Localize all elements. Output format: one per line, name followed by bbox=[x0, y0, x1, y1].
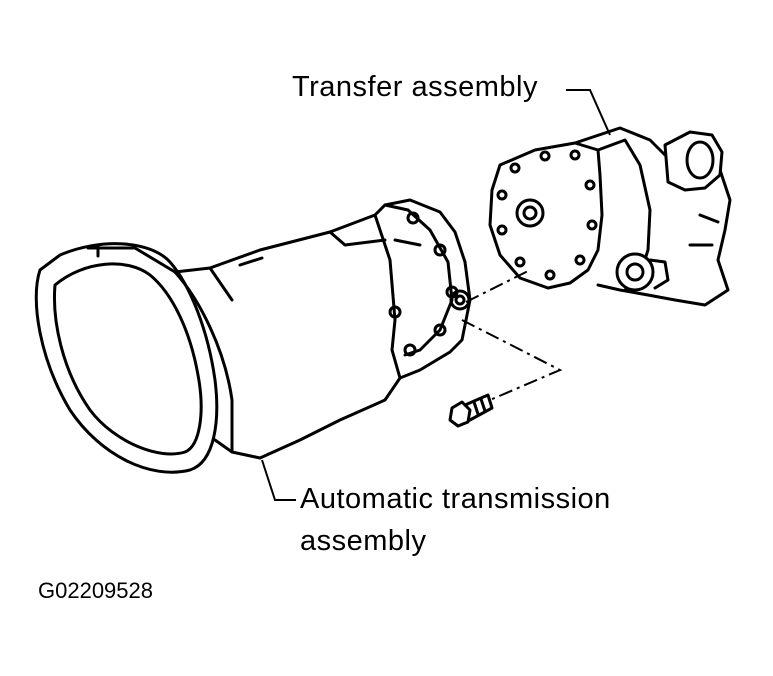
automatic-transmission-label-line2: assembly bbox=[300, 525, 427, 557]
automatic-transmission-drawing bbox=[34, 198, 472, 474]
figure-code: G02209528 bbox=[38, 578, 153, 603]
automatic-transmission-label-line1: Automatic transmission bbox=[300, 483, 611, 515]
transfer-assembly-drawing bbox=[488, 126, 732, 307]
leader-line-automatic bbox=[261, 459, 296, 501]
mounting-bolt-drawing bbox=[448, 393, 494, 428]
transfer-assembly-label: Transfer assembly bbox=[292, 71, 538, 103]
alignment-line-shaft bbox=[465, 269, 531, 303]
leader-line-transfer bbox=[566, 89, 611, 136]
alignment-line-bolt bbox=[461, 319, 563, 401]
